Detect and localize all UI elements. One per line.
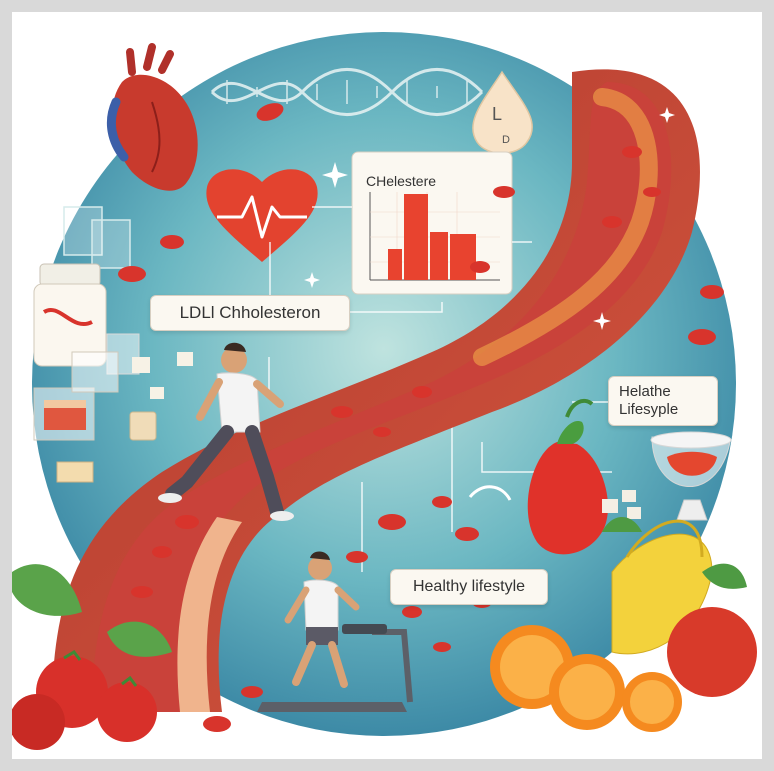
sparkles: [304, 107, 675, 330]
chart-bar: [430, 232, 448, 280]
lifestyle-label: Helathe Lifesyple: [608, 376, 718, 426]
runner-figure: [158, 342, 294, 521]
chart-bar: [404, 194, 428, 280]
heartbeat-heart-icon: [206, 169, 318, 262]
chart-title: CHelestere: [366, 173, 437, 189]
droplet-letter-small: D: [502, 134, 510, 146]
arrow-icon: [468, 485, 512, 501]
chart-bar: [388, 249, 402, 280]
food-cubes-right: [602, 490, 641, 519]
bowl-icon: [650, 431, 732, 521]
treadmill-runner-figure: [257, 551, 413, 712]
tomato-group: [12, 564, 172, 750]
ldl-cholesterol-label: LDLl Chholesteron: [150, 295, 350, 331]
illustration-canvas: [12, 32, 757, 750]
fruit-icon: [527, 398, 608, 555]
food-cubes: [33, 351, 193, 483]
heart-organ-icon: [106, 43, 198, 191]
fruit-pile: [490, 517, 757, 732]
chart-bar: [450, 234, 476, 280]
dna-helix-icon: [210, 68, 484, 116]
lifestyle-label-line1: Helathe: [619, 383, 671, 400]
blood-cells: [112, 103, 724, 732]
document-icon: [63, 206, 131, 269]
healthy-lifestyle-label: Healthy lifestyle: [390, 569, 548, 605]
illustration: CHelestere L D LDLl Chholesteron Helathe…: [12, 12, 762, 759]
lifestyle-label-line2: Lifesyple: [619, 401, 679, 418]
droplet-letter: L: [492, 104, 503, 124]
cholesterol-chart-panel: [351, 151, 513, 295]
